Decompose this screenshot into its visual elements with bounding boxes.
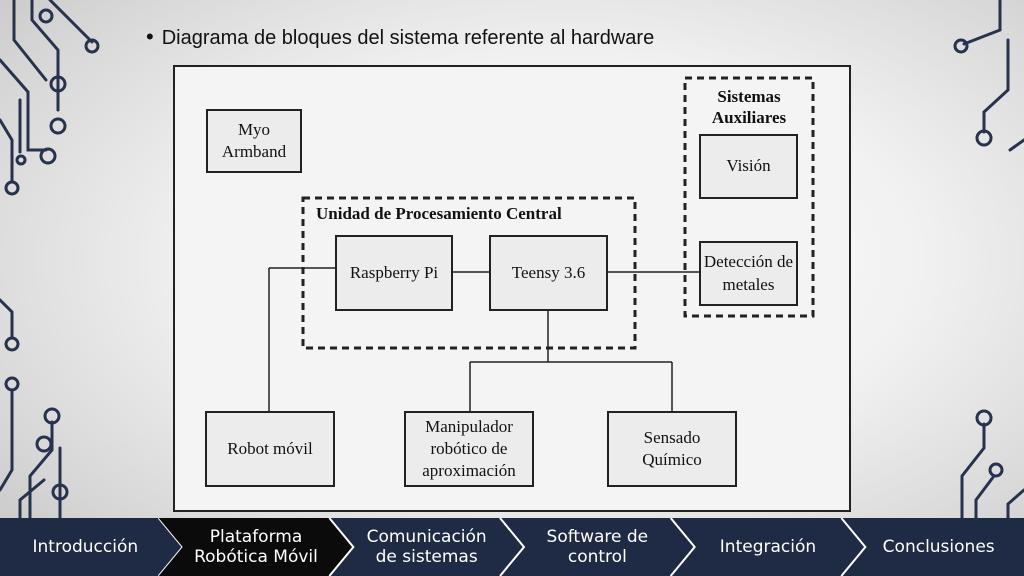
group-aux-border xyxy=(683,76,815,318)
circuit-node xyxy=(4,376,20,392)
circuit-trace xyxy=(0,58,48,152)
group-cpu-title: Unidad de Procesamiento Central xyxy=(316,204,562,223)
nav-tab-1[interactable]: Introducción xyxy=(32,536,139,557)
circuit-node xyxy=(84,38,100,54)
circuit-trace xyxy=(0,388,14,492)
circuit-node xyxy=(43,407,61,425)
nav-tab-2[interactable]: Plataforma Robótica Móvil xyxy=(194,526,318,567)
circuit-trace xyxy=(0,118,14,184)
nav-tab-5[interactable]: Integración xyxy=(719,536,817,557)
nav-tab-4[interactable]: Software de control xyxy=(546,526,649,567)
nav-tab-3[interactable]: Comunicación de sistemas xyxy=(366,526,487,567)
block-robot-movil: Robot móvil xyxy=(205,411,335,487)
circuit-node xyxy=(38,8,54,24)
circuit-node xyxy=(4,336,20,352)
circuit-node xyxy=(4,180,20,196)
circuit-node xyxy=(988,462,1004,478)
block-myo-armband: Myo Armband xyxy=(206,109,302,173)
circuit-trace xyxy=(960,422,986,520)
nav-tab-6[interactable]: Conclusiones xyxy=(882,536,995,557)
circuit-node xyxy=(953,38,969,54)
section-nav-bar xyxy=(0,518,1024,576)
circuit-trace xyxy=(12,0,48,82)
circuit-trace xyxy=(974,474,996,520)
circuit-trace xyxy=(18,478,46,520)
block-metal-detection: Detección de metales xyxy=(699,241,798,306)
circuit-node xyxy=(975,409,993,427)
nav-separator-chevron xyxy=(499,518,526,576)
group-cpu-border xyxy=(301,196,637,350)
block-vision: Visión xyxy=(699,134,798,199)
circuit-node xyxy=(39,147,57,165)
circuit-node xyxy=(975,129,993,147)
circuit-trace xyxy=(30,0,60,112)
block-chemical-sensing: Sensado Químico xyxy=(607,411,737,487)
block-teensy: Teensy 3.6 xyxy=(489,235,608,311)
circuit-trace xyxy=(1008,138,1024,152)
block-manipulator: Manipulador robótico de aproximación xyxy=(404,411,534,487)
circuit-node xyxy=(35,435,53,453)
group-aux-title: Sistemas Auxiliares xyxy=(711,87,787,128)
slide-title: • Diagrama de bloques del sistema referen… xyxy=(146,24,654,50)
nav-separator-chevron xyxy=(669,518,696,576)
circuit-trace xyxy=(0,298,14,340)
circuit-trace xyxy=(962,0,1002,46)
slide-title-text: Diagrama de bloques del sistema referent… xyxy=(161,27,655,49)
circuit-node xyxy=(49,117,67,135)
circuit-trace xyxy=(1006,488,1024,520)
circuit-node xyxy=(15,154,27,166)
circuit-node xyxy=(49,75,67,93)
nav-separator-chevron xyxy=(328,518,355,576)
block-raspberry-pi: Raspberry Pi xyxy=(335,235,453,311)
nav-active-highlight xyxy=(158,518,354,576)
nav-separator-chevron xyxy=(840,518,867,576)
circuit-trace xyxy=(982,38,1010,134)
bullet-icon: • xyxy=(146,24,154,49)
circuit-trace xyxy=(48,0,94,44)
circuit-node xyxy=(51,483,69,501)
circuit-trace xyxy=(28,420,54,520)
